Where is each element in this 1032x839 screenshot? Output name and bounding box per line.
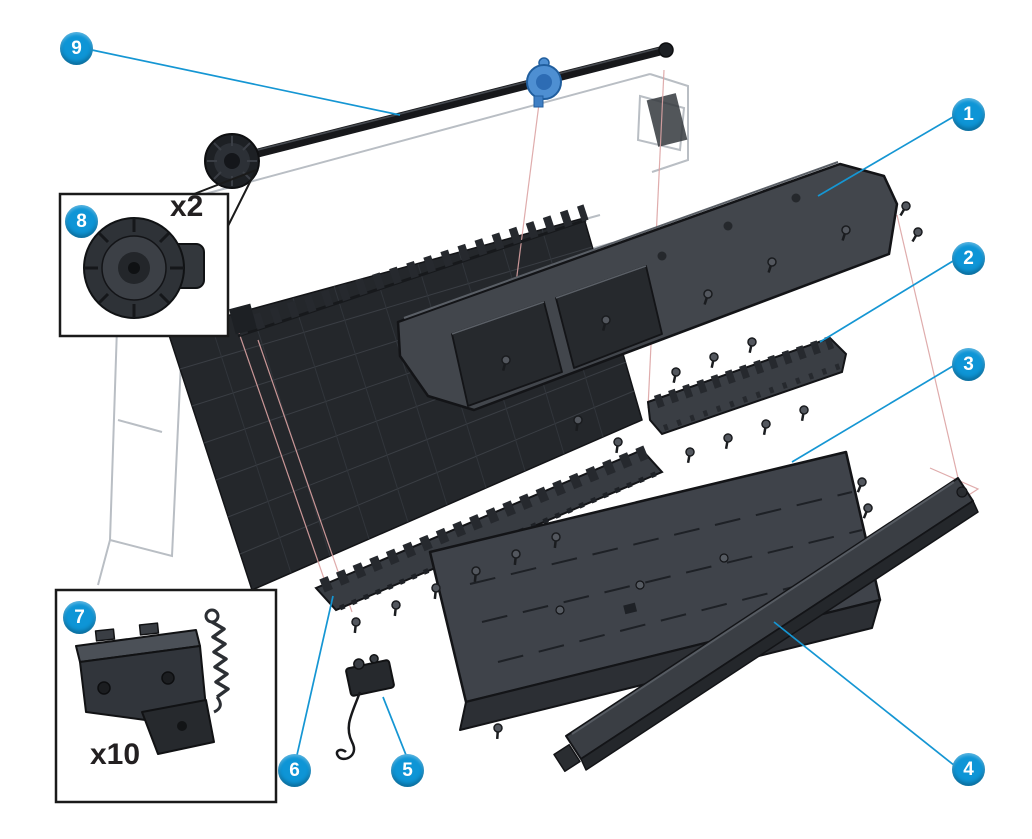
callout-7: 7 [63, 601, 96, 634]
callout-3: 3 [952, 348, 985, 381]
inset-box-8 [58, 169, 257, 338]
sensor-wire [335, 691, 362, 761]
callout-4: 4 [952, 753, 985, 786]
spindle-right-cap [658, 42, 674, 58]
inset-8-pointer [193, 169, 257, 227]
trim-bar-foot [553, 743, 581, 773]
spindle-blue-hub [526, 57, 562, 108]
inset-pinch-drawing [75, 608, 230, 755]
callout-6: 6 [278, 754, 311, 787]
spindle-latch [229, 303, 257, 335]
clip-row [229, 204, 589, 338]
callout-8: 8 [65, 205, 98, 238]
callout-2: 2 [952, 242, 985, 275]
callout-9: 9 [60, 32, 93, 65]
inset-hub-drawing [83, 217, 205, 319]
hub-quantity-label: x2 [170, 190, 204, 223]
trim-bar-part-4 [553, 477, 979, 773]
separator-part-2 [646, 335, 848, 436]
leader-lines [91, 49, 956, 767]
spindle-part-9 [204, 42, 674, 189]
sensor-bracket-part-5 [335, 653, 395, 761]
callout-5: 5 [391, 754, 424, 787]
callout-1: 1 [952, 98, 985, 131]
chassis-hinge-bracket [646, 93, 688, 147]
spring [204, 608, 230, 714]
pinch-quantity-label: x10 [90, 738, 141, 771]
